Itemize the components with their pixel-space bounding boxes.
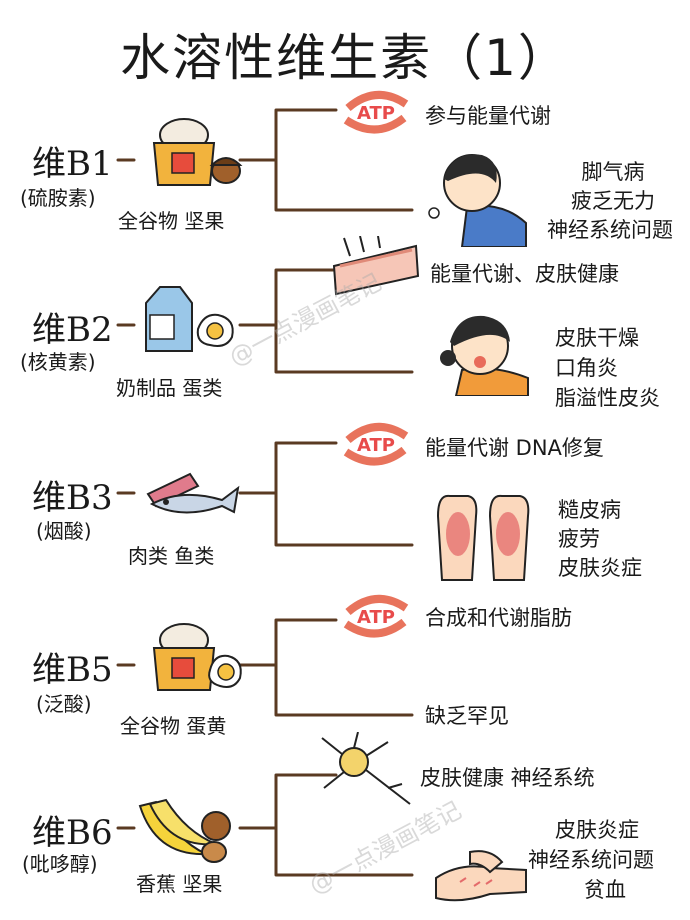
vitamin-b6-function: 皮肤健康 神经系统 (420, 766, 595, 790)
rash-hands-icon (436, 494, 530, 581)
vitamin-b1-function: 参与能量代谢 (425, 104, 551, 128)
grain-bowl-nut-icon (152, 118, 243, 186)
vitamin-b3-function: 能量代谢 DNA修复 (425, 436, 604, 460)
svg-text:ATP: ATP (357, 103, 395, 124)
vitamin-b2-function: 能量代谢、皮肤健康 (430, 262, 619, 286)
vitamin-b5-deficiency-1: 缺乏罕见 (425, 704, 509, 728)
neuron-icon (321, 732, 411, 805)
vitamin-b1-deficiency-1: 脚气病 (581, 160, 645, 184)
svg-text:ATP: ATP (357, 607, 395, 628)
vitamin-b3-deficiency-2: 疲劳 (558, 527, 600, 551)
vitamin-b1-deficiency-2: 疲乏无力 (571, 189, 655, 213)
vitamin-b5-alias: (泛酸) (36, 692, 92, 716)
vitamin-b6-deficiency-3: 贫血 (584, 878, 626, 902)
vitamin-b2-name: 维B2 (32, 310, 113, 350)
banana-nut-icon (138, 798, 231, 863)
vitamin-b1-foods: 全谷物 坚果 (118, 209, 225, 233)
vitamin-b3-name: 维B3 (32, 478, 113, 518)
vitamin-b1-alias: (硫胺素) (20, 186, 96, 210)
vitamin-b6-name: 维B6 (32, 813, 113, 853)
atp-cycle-icon: ATP (343, 90, 409, 134)
sick-child-icon (440, 315, 529, 396)
vitamin-b5-name: 维B5 (32, 650, 113, 690)
vitamin-b5-function: 合成和代谢脂肪 (425, 606, 572, 630)
vitamin-b2-alias: (核黄素) (20, 350, 96, 374)
meat-fish-icon (146, 472, 240, 514)
skin-layer-icon (332, 236, 420, 296)
vitamin-b1-deficiency-3: 神经系统问题 (547, 218, 673, 242)
grain-bowl-egg-icon (152, 623, 242, 691)
vitamin-b6-deficiency-1: 皮肤炎症 (555, 818, 639, 842)
vitamin-b3-deficiency-1: 糙皮病 (558, 498, 621, 522)
vitamin-b6-foods: 香蕉 坚果 (136, 872, 223, 896)
vitamin-b6-alias: (吡哆醇) (22, 852, 98, 876)
vitamin-b2-deficiency-2: 口角炎 (555, 356, 618, 380)
vitamin-b2-deficiency-1: 皮肤干燥 (555, 326, 639, 350)
vitamin-b3-alias: (烟酸) (36, 519, 92, 543)
atp-cycle-icon: ATP (343, 422, 409, 466)
vitamin-b3-foods: 肉类 鱼类 (128, 544, 215, 568)
vitamin-b5-foods: 全谷物 蛋黄 (120, 714, 227, 738)
vitamin-b1-name: 维B1 (32, 144, 113, 184)
svg-text:ATP: ATP (357, 435, 395, 456)
vitamin-b3-deficiency-3: 皮肤炎症 (558, 556, 642, 580)
scratching-arm-icon (435, 850, 527, 902)
tired-person-icon (428, 154, 527, 247)
page-title: 水溶性维生素（1） (120, 29, 570, 87)
vitamin-b2-deficiency-3: 脂溢性皮炎 (555, 386, 660, 410)
milk-egg-icon (145, 286, 234, 352)
vitamin-b2-foods: 奶制品 蛋类 (116, 376, 223, 400)
atp-cycle-icon: ATP (343, 594, 409, 638)
vitamin-b6-deficiency-2: 神经系统问题 (528, 848, 654, 872)
